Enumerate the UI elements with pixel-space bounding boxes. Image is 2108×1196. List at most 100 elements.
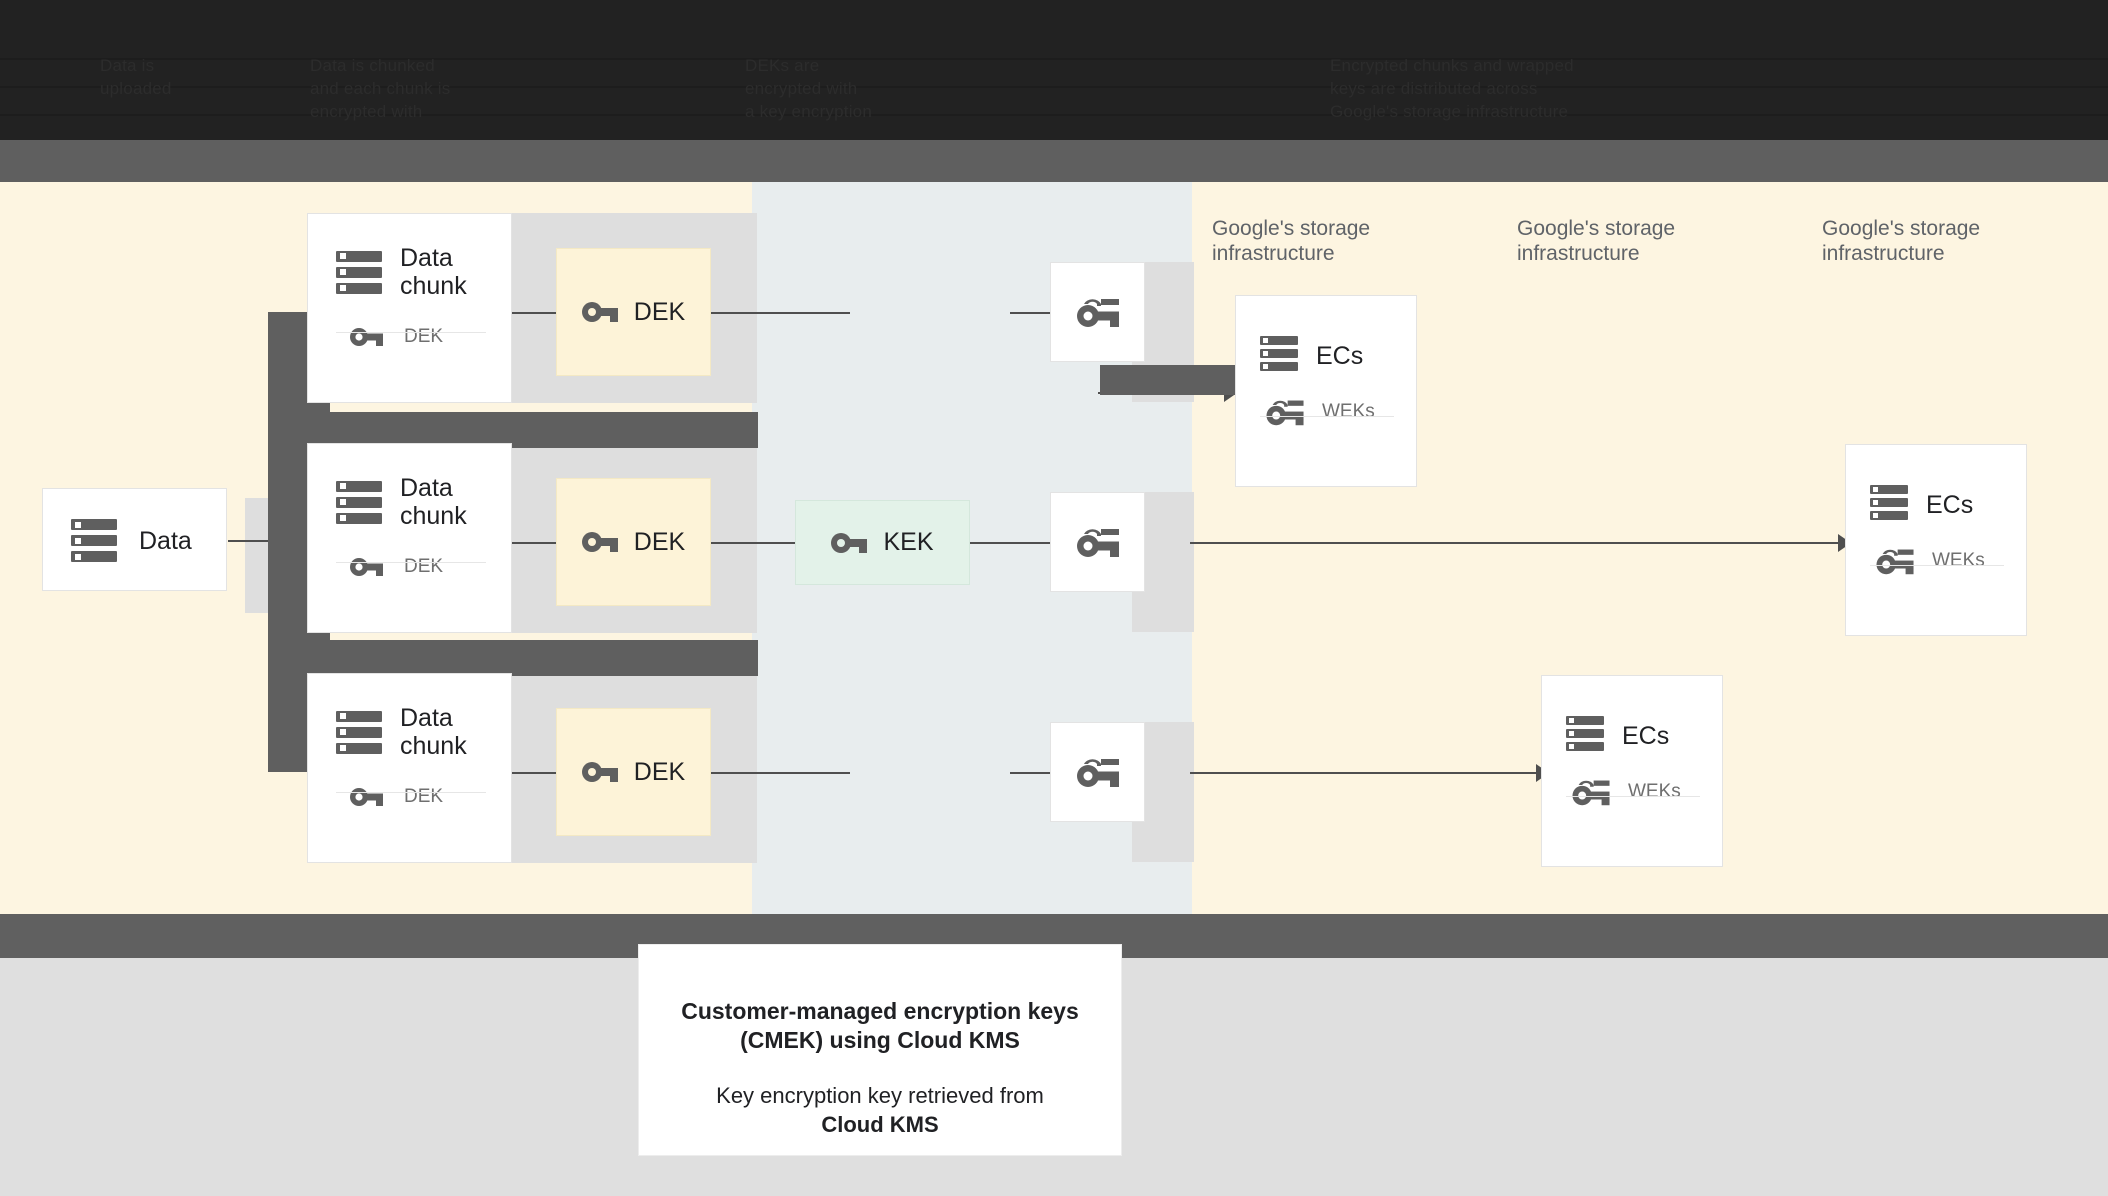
key-icon — [581, 302, 618, 322]
key-icon — [350, 328, 383, 346]
mask-arrow-1 — [1100, 365, 1235, 395]
storage-label-2: Google's storage infrastructure — [1517, 216, 1747, 266]
wrapped-key-icon — [1572, 780, 1610, 806]
storage-label-3-line1: Google's storage — [1822, 217, 1981, 240]
wrapped-key-icon — [1876, 549, 1914, 575]
key-icon — [831, 532, 868, 553]
header-rule-2 — [0, 86, 2108, 88]
storage-icon — [336, 710, 382, 754]
data-chunk-card-2[interactable]: Data chunk DEK — [307, 443, 512, 633]
storage-label-3-line2: infrastructure — [1822, 242, 1945, 265]
top-black-band — [0, 0, 2108, 140]
header-col1-line1: Data is — [100, 56, 155, 75]
ec-card-1[interactable]: ECs WEKs — [1235, 295, 1417, 487]
card-divider — [1566, 796, 1700, 797]
ec-card-1-key-label: WEKs — [1322, 401, 1375, 422]
card-divider — [1870, 565, 2004, 566]
dek-box-1[interactable]: DEK — [556, 248, 711, 376]
dek-box-3[interactable]: DEK — [556, 708, 711, 836]
kek-box[interactable]: KEK — [795, 500, 970, 585]
ec-card-1-title: ECs — [1316, 341, 1364, 370]
caption-line-4: Cloud KMS — [821, 1112, 939, 1137]
key-icon — [581, 762, 618, 782]
data-chunk-card-3[interactable]: Data chunk DEK — [307, 673, 512, 863]
storage-icon — [71, 519, 117, 562]
wrapped-key-icon — [1076, 529, 1119, 557]
header-col1-line2: uploaded — [100, 79, 172, 98]
card-divider — [1260, 416, 1394, 417]
caption-line-2: (CMEK) using Cloud KMS — [740, 1027, 1020, 1053]
data-source-card[interactable]: Data — [42, 488, 227, 591]
storage-icon — [1260, 336, 1298, 375]
ec-card-3[interactable]: ECs WEKs — [1541, 675, 1723, 867]
caption-card: Customer-managed encryption keys (CMEK) … — [638, 944, 1122, 1156]
chunk2-title-line2: chunk — [400, 502, 467, 530]
header-col2-line1: Data is chunked — [310, 56, 435, 75]
dek-box-2[interactable]: DEK — [556, 478, 711, 606]
key-icon — [350, 558, 383, 576]
header-column-4: Encrypted chunks and wrapped keys are di… — [1330, 54, 1970, 123]
chunk2-key-label: DEK — [404, 556, 444, 577]
storage-label-3: Google's storage infrastructure — [1822, 216, 2052, 266]
wrapped-key-box-2[interactable] — [1050, 492, 1145, 592]
card-divider — [336, 332, 486, 333]
ec-card-2-key-label: WEKs — [1932, 550, 1985, 571]
data-chunk-card-1[interactable]: Data chunk DEK — [307, 213, 512, 403]
caption-line-3: Key encryption key retrieved from — [716, 1083, 1044, 1108]
header-col3-line1: DEKs are — [745, 56, 820, 75]
wrapped-key-icon — [1266, 400, 1304, 426]
connector-dek3-to-kek — [710, 772, 850, 774]
header-column-2: Data is chunked and each chunk is encryp… — [310, 54, 610, 123]
key-icon — [350, 788, 383, 806]
wrapped-key-box-3[interactable] — [1050, 722, 1145, 822]
header-col2-line3: encrypted with — [310, 102, 423, 121]
header-col3-line2: encrypted with — [745, 79, 858, 98]
upper-gray-band — [0, 140, 2108, 182]
ec-card-3-title: ECs — [1622, 721, 1670, 750]
storage-label-1-line1: Google's storage — [1212, 217, 1371, 240]
header-column-1: Data is uploaded — [100, 54, 290, 100]
ec-card-2[interactable]: ECs WEKs — [1845, 444, 2027, 636]
dek-box-1-label: DEK — [633, 297, 686, 326]
chunk3-key-label: DEK — [404, 786, 444, 807]
storage-label-2-line2: infrastructure — [1517, 242, 1640, 265]
dek-box-3-label: DEK — [633, 757, 686, 786]
caption-line-1: Customer-managed encryption keys — [681, 998, 1079, 1024]
storage-icon — [1870, 485, 1908, 524]
key-icon — [581, 532, 618, 552]
chunk3-title-line2: chunk — [400, 732, 467, 760]
chunk1-key-label: DEK — [404, 326, 444, 347]
header-col4-line1: Encrypted chunks and wrapped — [1330, 56, 1574, 75]
chunk2-title-line1: Data — [400, 474, 453, 502]
header-col4-line3: Google's storage infrastructure — [1330, 102, 1569, 121]
wrapped-key-icon — [1076, 299, 1119, 327]
chunk3-title-line1: Data — [400, 704, 453, 732]
ec-card-3-key-label: WEKs — [1628, 781, 1681, 802]
header-col3-line3: a key encryption — [745, 102, 872, 121]
header-col4-line2: keys are distributed across — [1330, 79, 1538, 98]
chunk1-title-line1: Data — [400, 244, 453, 272]
mask-row-2 — [268, 640, 758, 676]
wrapped-key-box-1[interactable] — [1050, 262, 1145, 362]
data-source-label: Data — [139, 526, 192, 555]
dek-box-2-label: DEK — [633, 527, 686, 556]
header-rule-1 — [0, 58, 2108, 60]
storage-icon — [336, 250, 382, 294]
storage-icon — [336, 480, 382, 524]
header-column-3: DEKs are encrypted with a key encryption — [745, 54, 1025, 123]
storage-label-1-line2: infrastructure — [1212, 242, 1335, 265]
header-rule-3 — [0, 114, 2108, 116]
chunk1-title-line2: chunk — [400, 272, 467, 300]
card-divider — [336, 792, 486, 793]
card-divider — [336, 562, 486, 563]
connector-dek1-to-kek — [710, 312, 850, 314]
connector-wek2-to-ec2 — [1190, 542, 1840, 544]
ec-card-2-title: ECs — [1926, 490, 1974, 519]
wrapped-key-icon — [1076, 759, 1119, 787]
kek-box-label: KEK — [883, 528, 934, 556]
mask-row-1 — [268, 412, 758, 448]
connector-wek3-to-ec3 — [1190, 772, 1538, 774]
connector-kek-to-wek2 — [970, 542, 1100, 544]
storage-label-2-line1: Google's storage — [1517, 217, 1676, 240]
